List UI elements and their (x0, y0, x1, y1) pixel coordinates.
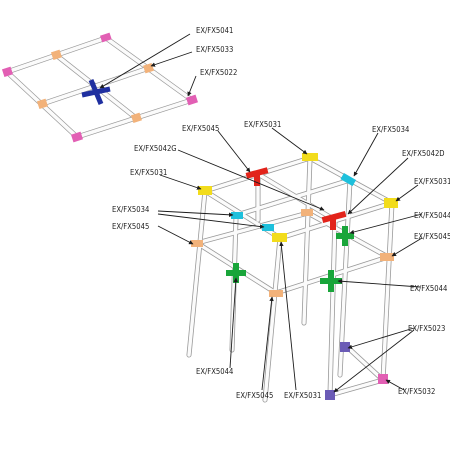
roof-elbow-bottom (71, 131, 83, 143)
roof-elbow-right (186, 94, 198, 106)
label-fx5031-top: EX/FX5031 (244, 120, 281, 129)
pink-base-right (378, 374, 388, 384)
label-fx5034-left: EX/FX5034 (112, 205, 149, 214)
yellow-corner-top (302, 153, 318, 161)
roof-tubes (4, 35, 195, 140)
orange-tee-right (380, 253, 394, 261)
label-fx5041: EX/FX5041 (196, 26, 233, 35)
green-cross-upper (336, 226, 354, 246)
yellow-corner-left (198, 186, 212, 195)
green-cross-front (320, 270, 342, 292)
yellow-corner-front (272, 233, 287, 242)
frame-assembly: EX/FX5045 EX/FX5031 EX/FX5034 EX/FX5042G… (112, 120, 450, 403)
label-fx5045-left: EX/FX5045 (112, 222, 149, 231)
frame-tubes-inner (187, 156, 394, 402)
cyan-tee-left-1 (231, 212, 243, 219)
label-fx5044-right-upper: EX/FX5044 (414, 211, 450, 220)
tee-red-right (321, 210, 347, 230)
label-fx5044-right-lower: EX/FX5044 (410, 284, 447, 293)
label-fx5031-right: EX/FX5031 (414, 177, 450, 186)
label-fx5023: EX/FX5023 (408, 324, 445, 333)
label-fx5034-right: EX/FX5034 (372, 125, 409, 134)
tee-red-left (245, 167, 269, 186)
roof-elbow-top (100, 32, 112, 43)
cyan-tee-right (340, 173, 357, 187)
label-fx5033: EX/FX5033 (196, 45, 233, 54)
label-fx5045-right: EX/FX5045 (414, 232, 450, 241)
label-fx5044-bottom: EX/FX5044 (196, 367, 233, 376)
roof-tee-4 (36, 98, 48, 110)
label-fx5042d: EX/FX5042D (402, 149, 445, 158)
label-fx5042g: EX/FX5042G (134, 144, 177, 153)
label-fx5045-bottom: EX/FX5045 (236, 391, 273, 400)
label-fx5031-left: EX/FX5031 (130, 168, 167, 177)
label-fx5045-top: EX/FX5045 (182, 124, 219, 133)
roof-tee-1 (50, 49, 62, 61)
roof-tee-3 (130, 112, 142, 124)
orange-tee-front (269, 290, 283, 297)
cyan-tee-left-2 (262, 224, 274, 231)
yellow-corner-right (384, 198, 398, 208)
orange-tee-mid (301, 209, 313, 216)
orange-tee-left (191, 240, 203, 247)
purple-base-back (340, 342, 350, 352)
roof-detail: EX/FX5041 EX/FX5033 EX/FX5022 (1, 26, 237, 143)
frame-leaders (157, 127, 423, 393)
label-fx5031-bottom: EX/FX5031 (284, 391, 321, 400)
label-fx5032: EX/FX5032 (398, 387, 435, 396)
roof-cross-connector (81, 79, 111, 105)
label-fx5022: EX/FX5022 (200, 68, 237, 77)
roof-elbow-left (1, 66, 13, 78)
green-cross-left (226, 263, 246, 283)
purple-base-left (325, 390, 335, 400)
